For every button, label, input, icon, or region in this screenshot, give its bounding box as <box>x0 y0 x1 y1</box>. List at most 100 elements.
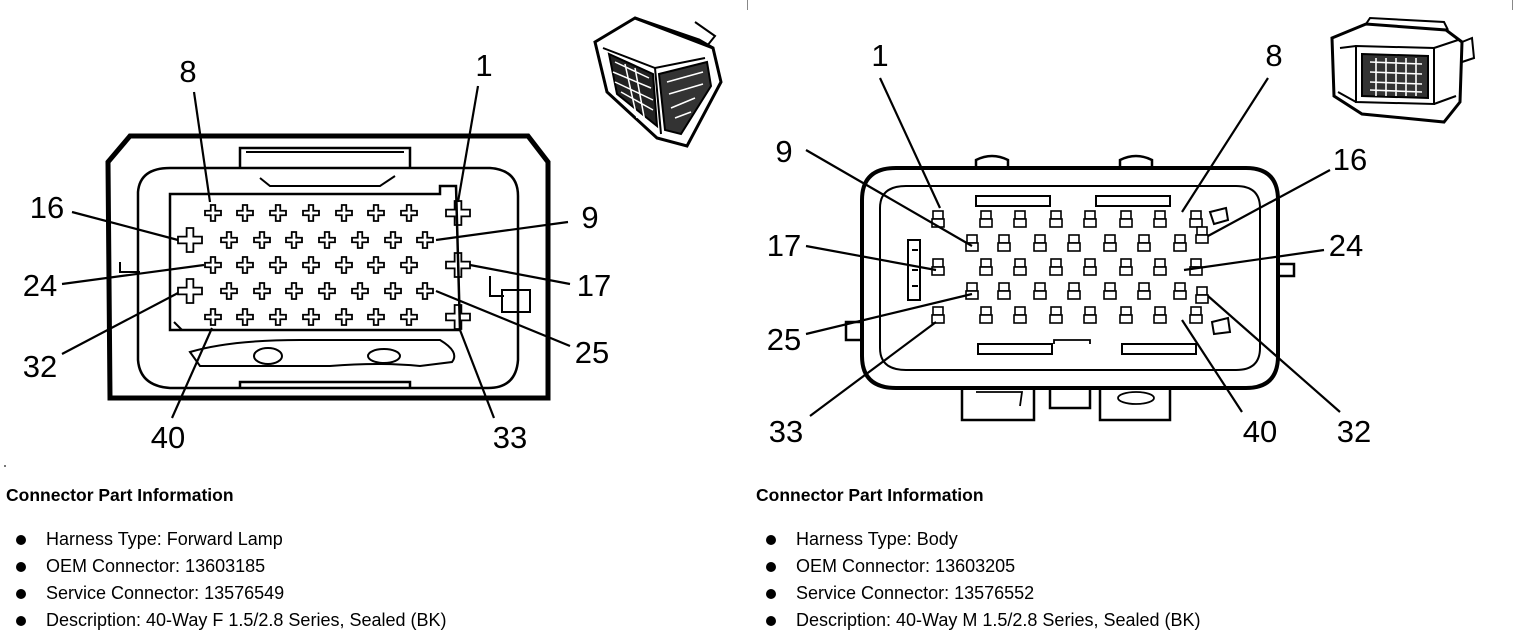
terminal-cavity-35 <box>269 308 287 326</box>
top-bump-right <box>1118 154 1154 168</box>
bottom-foot-center <box>1048 388 1092 410</box>
info-list: Harness Type: Forward Lamp OEM Connector… <box>6 526 726 634</box>
terminal-pin-4 <box>1049 210 1063 228</box>
terminal-cavity-23 <box>400 256 418 274</box>
terminal-pin-16 <box>931 258 945 276</box>
bullet-icon <box>766 562 776 572</box>
info-text: Description: 40-Way M 1.5/2.8 Series, Se… <box>796 610 1201 630</box>
leader-17 <box>469 263 571 286</box>
pin-label-16: 16 <box>30 190 64 225</box>
terminal-pin-38 <box>1189 306 1203 324</box>
top-latch <box>238 146 412 168</box>
pin-label-32: 32 <box>1337 414 1371 449</box>
terminal-cavity-grid <box>177 200 471 330</box>
info-item-service-connector: Service Connector: 13576552 <box>756 580 1476 607</box>
info-title: Connector Part Information <box>6 485 234 505</box>
leader-8 <box>1181 77 1269 213</box>
info-item-harness-type: Harness Type: Body <box>756 526 1476 553</box>
terminal-cavity-34 <box>236 308 254 326</box>
pin-label-17: 17 <box>577 268 611 303</box>
cavity-chamfer <box>173 321 183 331</box>
terminal-pin-20 <box>1083 258 1097 276</box>
bullet-icon <box>766 616 776 626</box>
terminal-pin-2 <box>979 210 993 228</box>
terminal-pin-40 <box>1195 286 1209 304</box>
terminal-pin-3 <box>1013 210 1027 228</box>
bullet-icon <box>16 535 26 545</box>
info-item-oem-connector: OEM Connector: 13603185 <box>6 553 726 580</box>
bottom-rail-left <box>977 343 1053 355</box>
leader-33 <box>809 321 937 417</box>
leader-9 <box>435 220 569 242</box>
info-item-description: Description: 40-Way M 1.5/2.8 Series, Se… <box>756 607 1476 634</box>
bottom-latch <box>238 380 412 388</box>
terminal-cavity-24 <box>445 252 471 278</box>
pin-label-33: 33 <box>769 414 803 449</box>
info-text: Service Connector: 13576552 <box>796 583 1035 603</box>
terminal-pin-14 <box>1137 234 1151 252</box>
terminal-cavity-22 <box>367 256 385 274</box>
side-clip-left <box>907 239 921 301</box>
connector-info-right: Connector Part Information Harness Type:… <box>756 484 1476 634</box>
terminal-cavity-8 <box>445 200 471 226</box>
leader-16 <box>71 210 179 242</box>
bullet-icon <box>16 616 26 626</box>
top-bump-left <box>974 154 1010 168</box>
terminal-cavity-6 <box>367 204 385 222</box>
pin-label-9: 9 <box>775 134 792 169</box>
terminal-pin-15 <box>1173 234 1187 252</box>
terminal-cavity-26 <box>220 282 238 300</box>
terminal-cavity-36 <box>302 308 320 326</box>
terminal-cavity-33 <box>204 308 222 326</box>
leader-16 <box>1207 169 1331 237</box>
terminal-cavity-17 <box>204 256 222 274</box>
terminal-cavity-block <box>168 184 462 332</box>
terminal-cavity-40 <box>445 304 471 330</box>
bottom-boss-right <box>367 348 401 364</box>
side-clip-right-bottom <box>1210 316 1232 336</box>
terminal-cavity-20 <box>302 256 320 274</box>
terminal-pin-23 <box>1189 258 1203 276</box>
connector-thumbnail-right <box>1330 16 1476 124</box>
leader-40 <box>170 327 214 419</box>
terminal-cavity-39 <box>400 308 418 326</box>
corner-mark <box>4 465 6 467</box>
leader-25 <box>805 292 973 336</box>
leader-1 <box>879 77 941 209</box>
terminal-cavity-10 <box>220 231 238 249</box>
info-item-oem-connector: OEM Connector: 13603205 <box>756 553 1476 580</box>
terminal-pin-27 <box>1067 282 1081 300</box>
pin-label-8: 8 <box>179 54 196 89</box>
info-text: OEM Connector: 13603185 <box>46 556 266 576</box>
terminal-pin-7 <box>1153 210 1167 228</box>
terminal-cavity-28 <box>285 282 303 300</box>
terminal-cavity-12 <box>285 231 303 249</box>
bullet-icon <box>766 535 776 545</box>
terminal-cavity-15 <box>384 231 402 249</box>
leader-8 <box>192 91 212 203</box>
terminal-pin-9 <box>965 234 979 252</box>
side-flange-right <box>1278 262 1296 278</box>
info-text: OEM Connector: 13603205 <box>796 556 1016 576</box>
terminal-cavity-30 <box>351 282 369 300</box>
terminal-cavity-38 <box>367 308 385 326</box>
pin-leader-lines <box>61 85 571 419</box>
pin-label-25: 25 <box>575 335 609 370</box>
housing-outline <box>105 133 551 401</box>
bottom-foot-right <box>1098 388 1172 422</box>
terminal-pin-22 <box>1153 258 1167 276</box>
info-item-description: Description: 40-Way F 1.5/2.8 Series, Se… <box>6 607 726 634</box>
info-text: Description: 40-Way F 1.5/2.8 Series, Se… <box>46 610 447 630</box>
bullet-icon <box>16 589 26 599</box>
pin-leader-lines <box>805 77 1341 417</box>
terminal-cavity-31 <box>384 282 402 300</box>
terminal-pin-17 <box>979 258 993 276</box>
pin-label-32: 32 <box>23 349 57 384</box>
info-list: Harness Type: Body OEM Connector: 136032… <box>756 526 1476 634</box>
info-text: Service Connector: 13576549 <box>46 583 285 603</box>
housing-outline <box>860 166 1280 390</box>
terminal-cavity-13 <box>318 231 336 249</box>
pin-label-1: 1 <box>475 48 492 83</box>
housing-inner <box>879 185 1261 371</box>
terminal-pin-5 <box>1083 210 1097 228</box>
